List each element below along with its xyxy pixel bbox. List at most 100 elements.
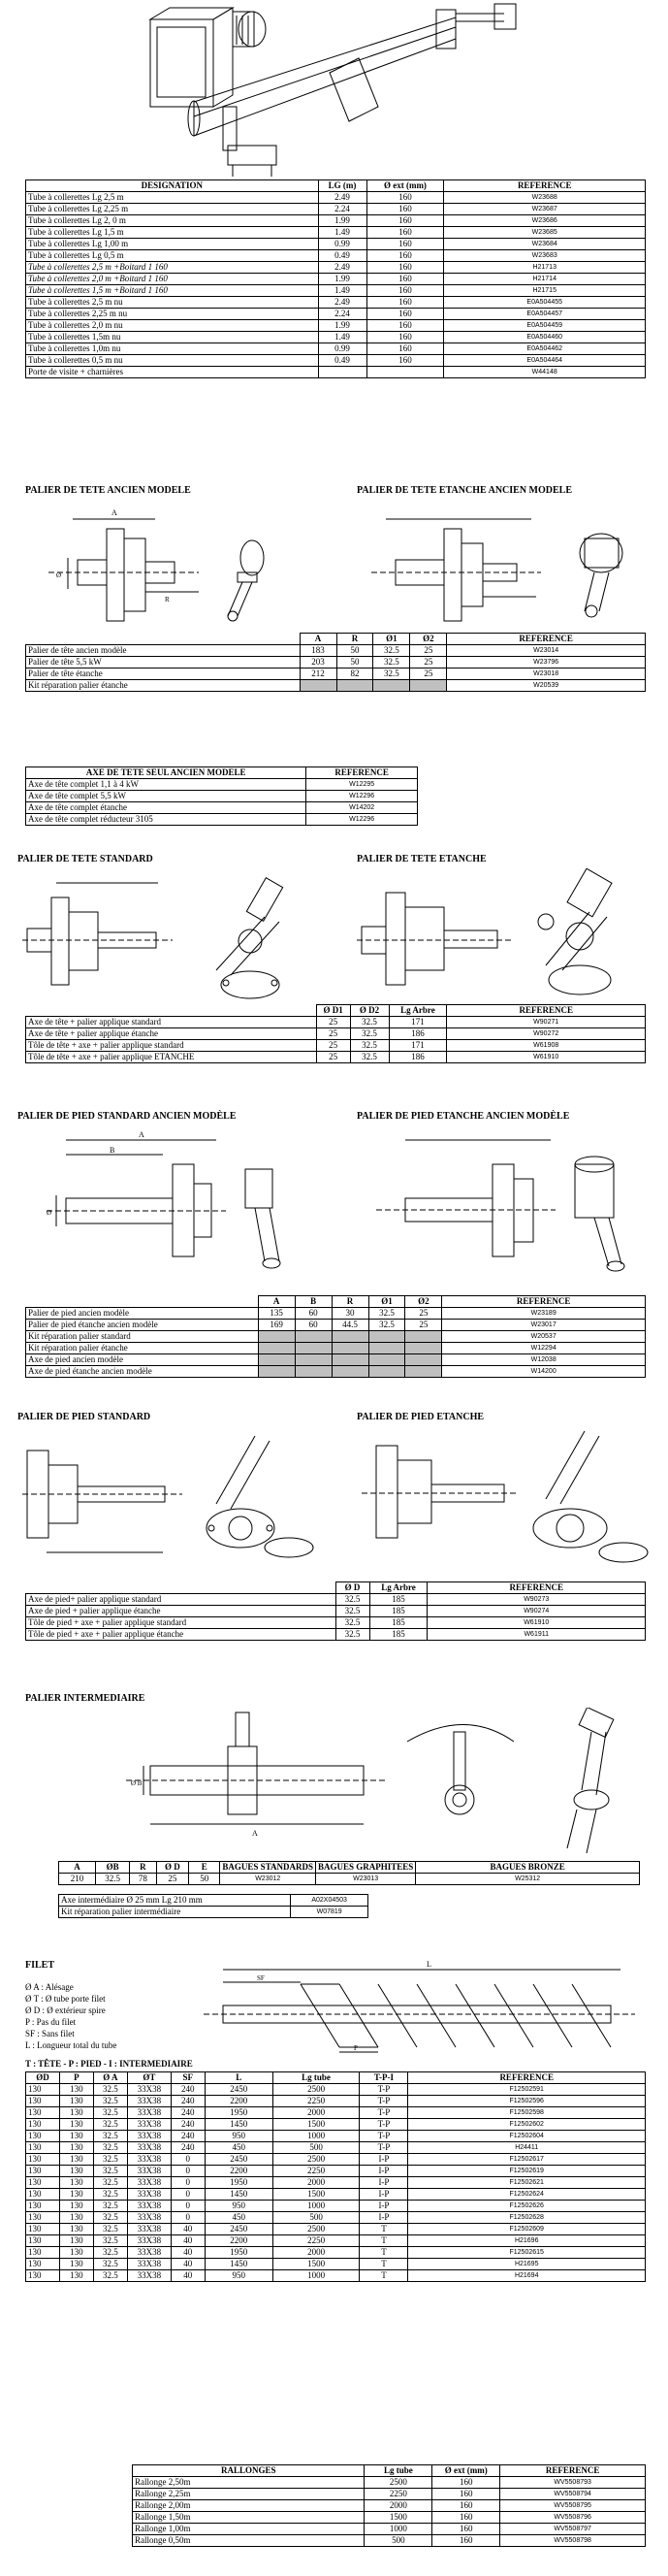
filet-table-cell: 1950: [204, 2246, 273, 2259]
rallonges-cell: 160: [431, 2511, 501, 2524]
filet-table-cell: 2250: [271, 2095, 361, 2107]
palier-pied-ancien-cell: Kit réparation palier étanche: [25, 1342, 259, 1354]
palier-intermediaire-cell: 78: [129, 1873, 157, 1885]
filet-table-cell: F12502619: [407, 2165, 646, 2177]
filet-table-cell: T: [359, 2258, 409, 2270]
palier-intermediaire-header-3: Ø D: [155, 1861, 190, 1874]
tube-table-cell: 1.99: [317, 214, 367, 227]
tube-table-cell: 2.49: [317, 261, 367, 274]
filet-table-header-5: L: [204, 2071, 273, 2084]
rallonges-cell: WV5508798: [499, 2534, 646, 2547]
filet-table-cell: 1450: [204, 2258, 273, 2270]
tube-table-cell: 1.99: [317, 273, 367, 285]
filet-table-cell: 40: [170, 2246, 206, 2259]
tube-table-cell: Tube à collerettes Lg 2,25 m: [25, 203, 319, 215]
filet-table-cell: 130: [58, 2153, 94, 2166]
palier-pied-ancien-cell: [331, 1353, 369, 1366]
filet-table-cell: 33X38: [126, 2188, 172, 2201]
filet-table-cell: 33X38: [126, 2223, 172, 2235]
palier-tete-standard-cell: Axe de tête + palier applique standard: [25, 1016, 317, 1028]
tube-table-cell: 2.24: [317, 203, 367, 215]
palier-tete-ancien-cell: [372, 679, 411, 692]
filet-table-cell: 240: [170, 2141, 206, 2154]
filet-drawing: L SF P: [204, 1960, 635, 2053]
filet-legend-item: Ø D : Ø extérieur spire: [25, 2005, 106, 2015]
palier-pied-ancien-cell: [331, 1365, 369, 1378]
palier-intermediaire-cell: 50: [188, 1873, 221, 1885]
palier-pied-ancien-header-3: Ø1: [367, 1295, 406, 1308]
palier-pied-ancien-cell: W20537: [441, 1330, 646, 1343]
palier-pied-ancien-header-blank: [25, 1295, 259, 1308]
tube-table-cell: H21713: [443, 261, 646, 274]
tube-table-cell: W23686: [443, 214, 646, 227]
palier-pied-ancien-cell: Kit réparation palier standard: [25, 1330, 259, 1343]
filet-table-cell: T-P: [359, 2095, 409, 2107]
rallonges-header-1: Lg tube: [364, 2464, 433, 2477]
rallonges-cell: 1000: [364, 2523, 433, 2535]
palier-intermediaire-cell: 210: [57, 1873, 97, 1885]
palier-tete-ancien-cell: 25: [409, 644, 448, 657]
filet-table-cell: 130: [25, 2106, 60, 2119]
filet-table-cell: 0: [170, 2200, 206, 2212]
palier-tete-ancien-cell: Kit réparation palier étanche: [25, 679, 301, 692]
filet-table-cell: I-P: [359, 2188, 409, 2201]
filet-table-cell: 130: [58, 2258, 94, 2270]
tube-table-cell: 160: [366, 331, 445, 343]
palier-pied-ancien-cell: [404, 1342, 443, 1354]
palier-pied-ancien-cell: 60: [294, 1319, 333, 1331]
section-title-palier-tete-ancien: PALIER DE TETE ANCIEN MODELE: [25, 485, 191, 496]
filet-table-cell: T-P: [359, 2083, 409, 2096]
filet-table-cell: I-P: [359, 2176, 409, 2189]
filet-legend-item: Ø T : Ø tube porte filet: [25, 1994, 106, 2004]
palier-tete-standard-cell: 171: [388, 1039, 448, 1052]
palier-pied-standard-drawing: [22, 1435, 314, 1558]
palier-pied-ancien-cell: 44.5: [331, 1319, 369, 1331]
palier-pied-standard-cell: 32.5: [334, 1605, 370, 1617]
palier-tete-ancien-cell: W20539: [446, 679, 646, 692]
filet-table-cell: 130: [58, 2095, 94, 2107]
rallonges-cell: WV5508796: [499, 2511, 646, 2524]
palier-tete-ancien-cell: 183: [299, 644, 337, 657]
palier-tete-standard-cell: Tôle de tête + axe + palier applique sta…: [25, 1039, 317, 1052]
palier-tete-standard-cell: W90272: [446, 1027, 646, 1040]
palier-tete-ancien-cell: 32.5: [372, 656, 411, 668]
filet-table-cell: 130: [58, 2083, 94, 2096]
palier-pied-ancien-cell: 25: [404, 1307, 443, 1320]
filet-table-cell: 240: [170, 2095, 206, 2107]
palier-pied-ancien-cell: 135: [257, 1307, 296, 1320]
svg-text:Ø: Ø: [47, 1209, 51, 1217]
tube-table-cell: Tube à collerettes 1,5 m +Boitard 1 160: [25, 284, 319, 297]
filet-table-cell: 130: [25, 2095, 60, 2107]
filet-legend-item: Ø A : Alésage: [25, 1982, 74, 1992]
tube-table-cell: 160: [366, 203, 445, 215]
palier-tete-standard-header-1: Ø D2: [349, 1004, 390, 1017]
filet-table-cell: 130: [58, 2246, 94, 2259]
palier-tete-ancien-header-4: REFERENCE: [446, 633, 646, 645]
filet-table-cell: 1950: [204, 2176, 273, 2189]
filet-table-cell: H21696: [407, 2234, 646, 2247]
palier-intermediaire-cell: W25312: [415, 1873, 640, 1885]
palier-pied-ancien-cell: 60: [294, 1307, 333, 1320]
palier-pied-standard-header-0: Ø D: [334, 1581, 370, 1594]
palier-pied-ancien-cell: [367, 1342, 406, 1354]
tube-table-cell: 160: [366, 214, 445, 227]
rallonges-cell: WV5508794: [499, 2488, 646, 2500]
palier-pied-standard-cell: W61910: [427, 1616, 646, 1629]
filet-table-cell: 1950: [204, 2106, 273, 2119]
palier-tete-standard-cell: Tôle de tête + axe + palier applique ETA…: [25, 1051, 317, 1063]
palier-tete-ancien-cell: 50: [335, 644, 374, 657]
rallonges-cell: 500: [364, 2534, 433, 2547]
